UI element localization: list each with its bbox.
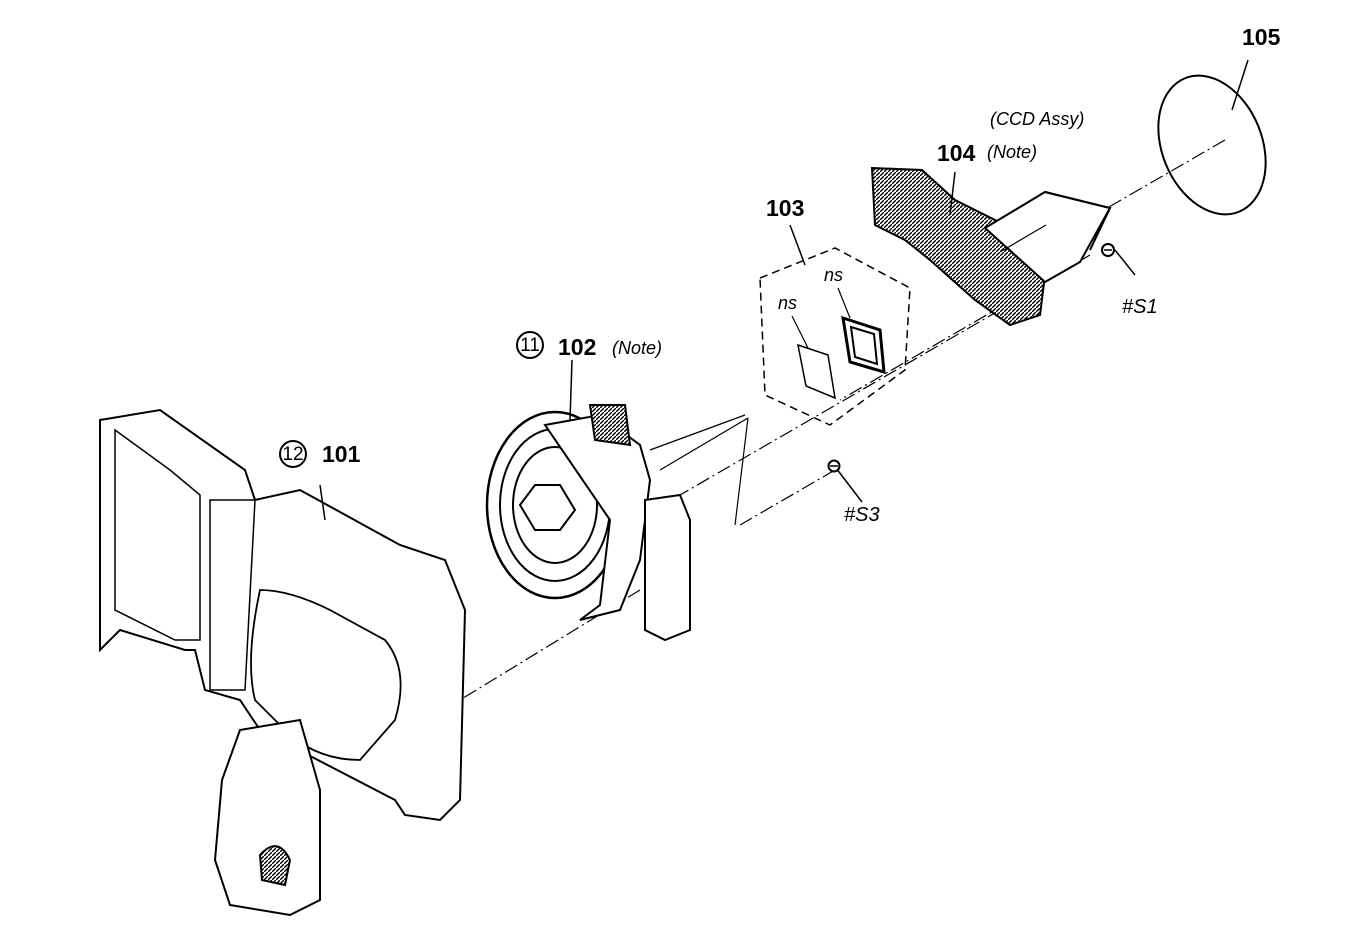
label-part-103: 103 (766, 195, 805, 221)
label-screw-s3: #S3 (844, 504, 880, 526)
label-ns-right: ns (824, 265, 844, 285)
label-ref-12: 12 (279, 440, 307, 468)
label-part-104-note: (Note) (987, 142, 1038, 162)
part-101-front-frame (99, 408, 467, 917)
label-ccd-assy: (CCD Assy) (990, 109, 1085, 129)
label-ref-11: 11 (516, 331, 544, 359)
part-103-filter-group (759, 224, 911, 426)
part-104-ccd-assembly (870, 166, 1112, 327)
label-part-104: 104 (937, 140, 976, 166)
label-part-102: 102 (558, 334, 597, 360)
label-ns-left: ns (778, 293, 798, 313)
label-part-102-note: (Note) (612, 338, 663, 358)
label-part-105: 105 (1242, 24, 1281, 50)
label-screw-s1: #S1 (1122, 296, 1158, 318)
part-102-lens-block (485, 359, 749, 642)
screw-s3 (827, 459, 841, 473)
screw-s1 (1101, 243, 1115, 257)
label-part-101: 101 (322, 441, 361, 467)
part-105-disc (1157, 59, 1267, 216)
